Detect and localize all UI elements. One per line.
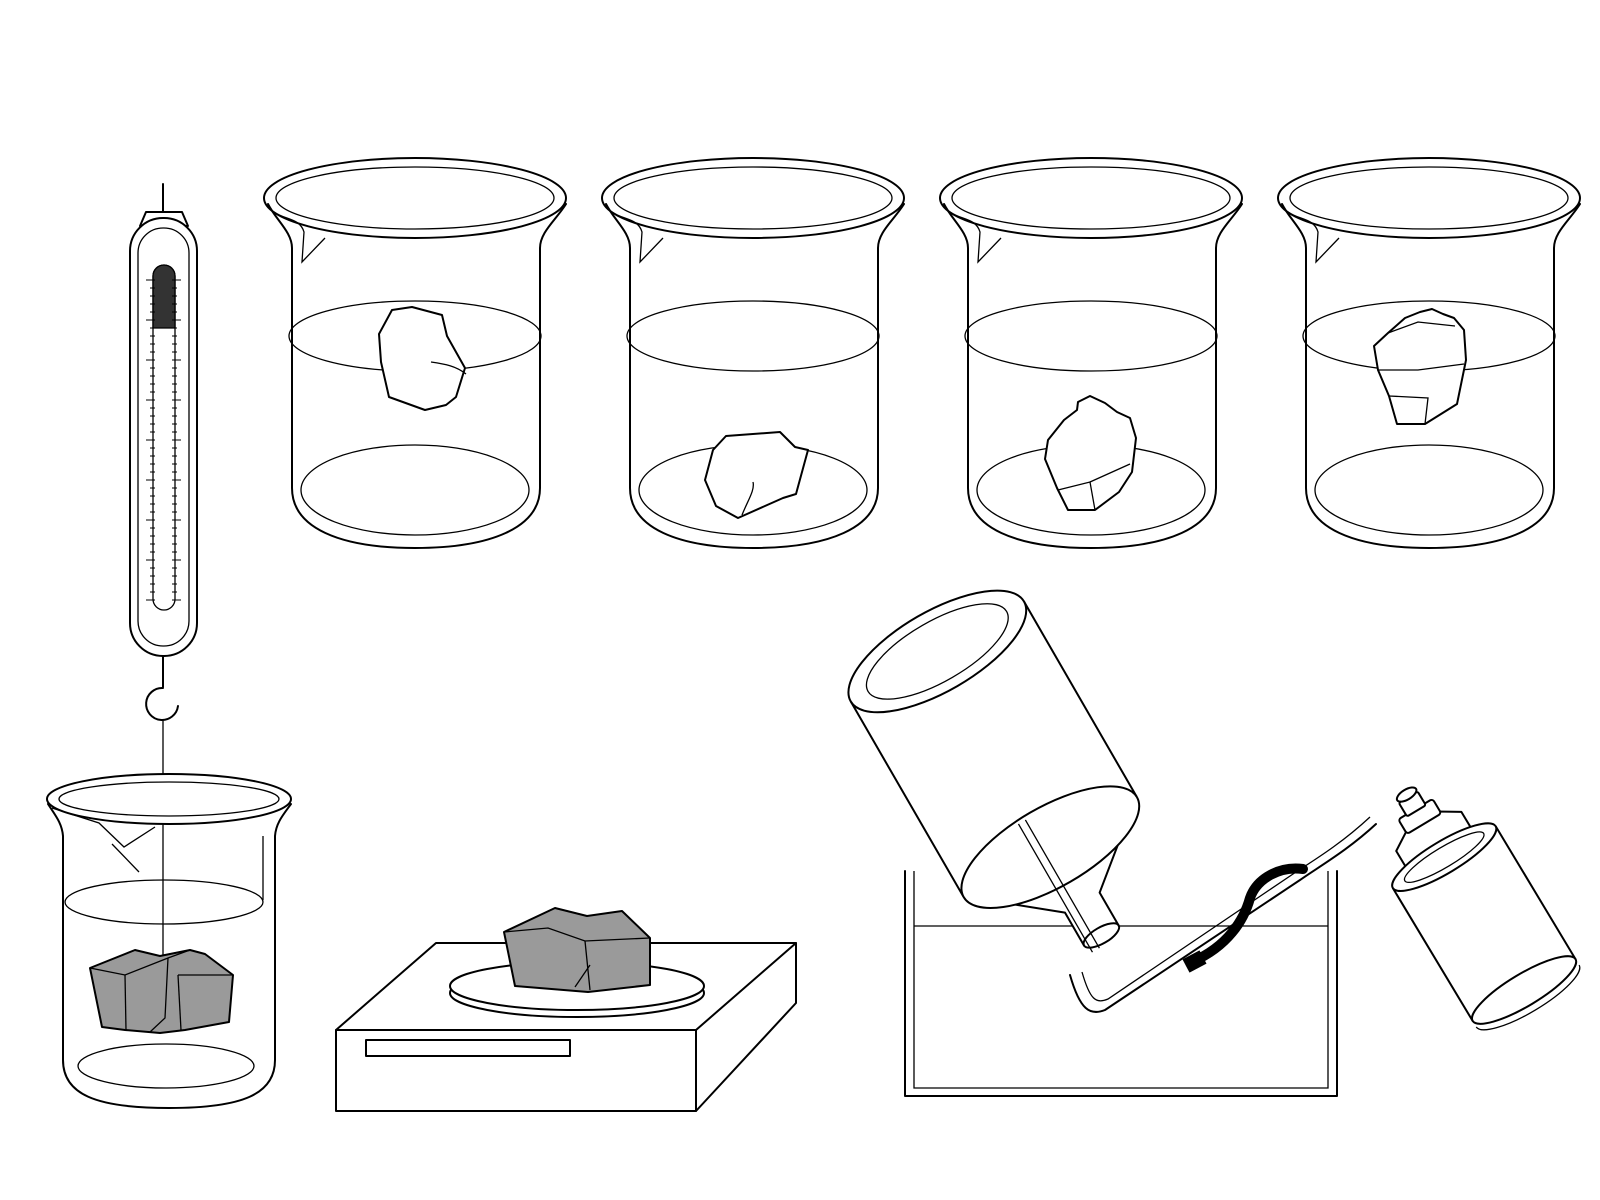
weighed-rock — [503, 907, 651, 993]
beaker-sunken-rock — [601, 157, 905, 549]
scale-hook — [145, 686, 179, 721]
beaker-floating-rock — [263, 157, 567, 549]
sunken-rock — [704, 431, 809, 519]
electronic-balance — [335, 907, 797, 1112]
aerosol-gas-can — [1391, 786, 1581, 1031]
sunken-rock-2 — [1044, 395, 1137, 511]
beaker-suspended-rock — [1277, 157, 1581, 549]
scale-indicator — [152, 264, 176, 329]
delivery-tube — [1069, 816, 1377, 1014]
water-trough — [904, 870, 1338, 1097]
tube-sleeve — [1182, 950, 1207, 973]
beaker-sunken-rock-2 — [939, 157, 1243, 549]
balance-display — [365, 1039, 571, 1057]
inverted-bottle — [847, 589, 1141, 953]
rubber-tube — [1187, 863, 1308, 967]
floating-rock — [378, 306, 466, 411]
scale-ticks — [146, 279, 181, 601]
beaker-rock-on-string — [46, 773, 292, 1109]
spring-scale — [129, 183, 198, 958]
water-trough-gas-collection — [904, 870, 1338, 1097]
submerged-rock — [89, 949, 234, 1034]
